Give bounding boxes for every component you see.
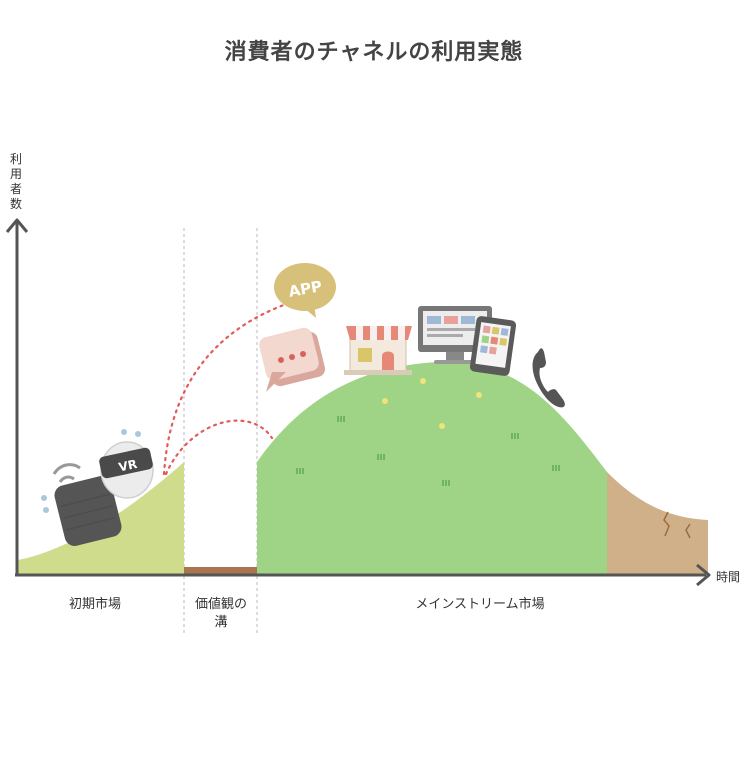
y-axis-label-text: 利用者数 (9, 152, 22, 211)
app-bubble-icon: APP (274, 263, 336, 318)
page-title: 消費者のチャネルの利用実態 (224, 40, 524, 65)
mainstream-market-area (257, 361, 607, 574)
early-market-area (18, 462, 184, 574)
x-axis-label: 時間 (716, 570, 741, 584)
crack-mark (663, 511, 670, 537)
app-label: APP (287, 277, 323, 301)
crack-mark (685, 523, 691, 539)
chasm-label-line2: 溝 (214, 615, 228, 630)
flowers (382, 378, 482, 429)
grass-tufts (296, 416, 560, 486)
dotted-arc-low (164, 419, 274, 476)
telephone-icon (532, 348, 565, 408)
early-market-label: 初期市場 (68, 597, 121, 612)
decline-area (607, 472, 708, 574)
dotted-arc-high (162, 294, 314, 476)
x-axis-arrow (696, 563, 711, 587)
desktop-icon (418, 306, 492, 364)
vr-label: VR (117, 457, 138, 475)
vr-headset-icon: VR (99, 429, 154, 499)
y-axis-label: 利用者数 (6, 152, 26, 212)
tablet-icon (469, 316, 517, 376)
shop-icon (344, 326, 412, 375)
chasm-label-line1: 価値観の (194, 597, 247, 612)
chasm-ground (184, 567, 257, 574)
chat-bubble-icon (259, 327, 326, 392)
mainstream-market-label: メインストリーム市場 (415, 597, 545, 612)
smart-speaker-icon (41, 463, 122, 546)
chasm-label: 価値観の 溝 (186, 596, 256, 632)
y-axis-arrow (5, 218, 29, 233)
